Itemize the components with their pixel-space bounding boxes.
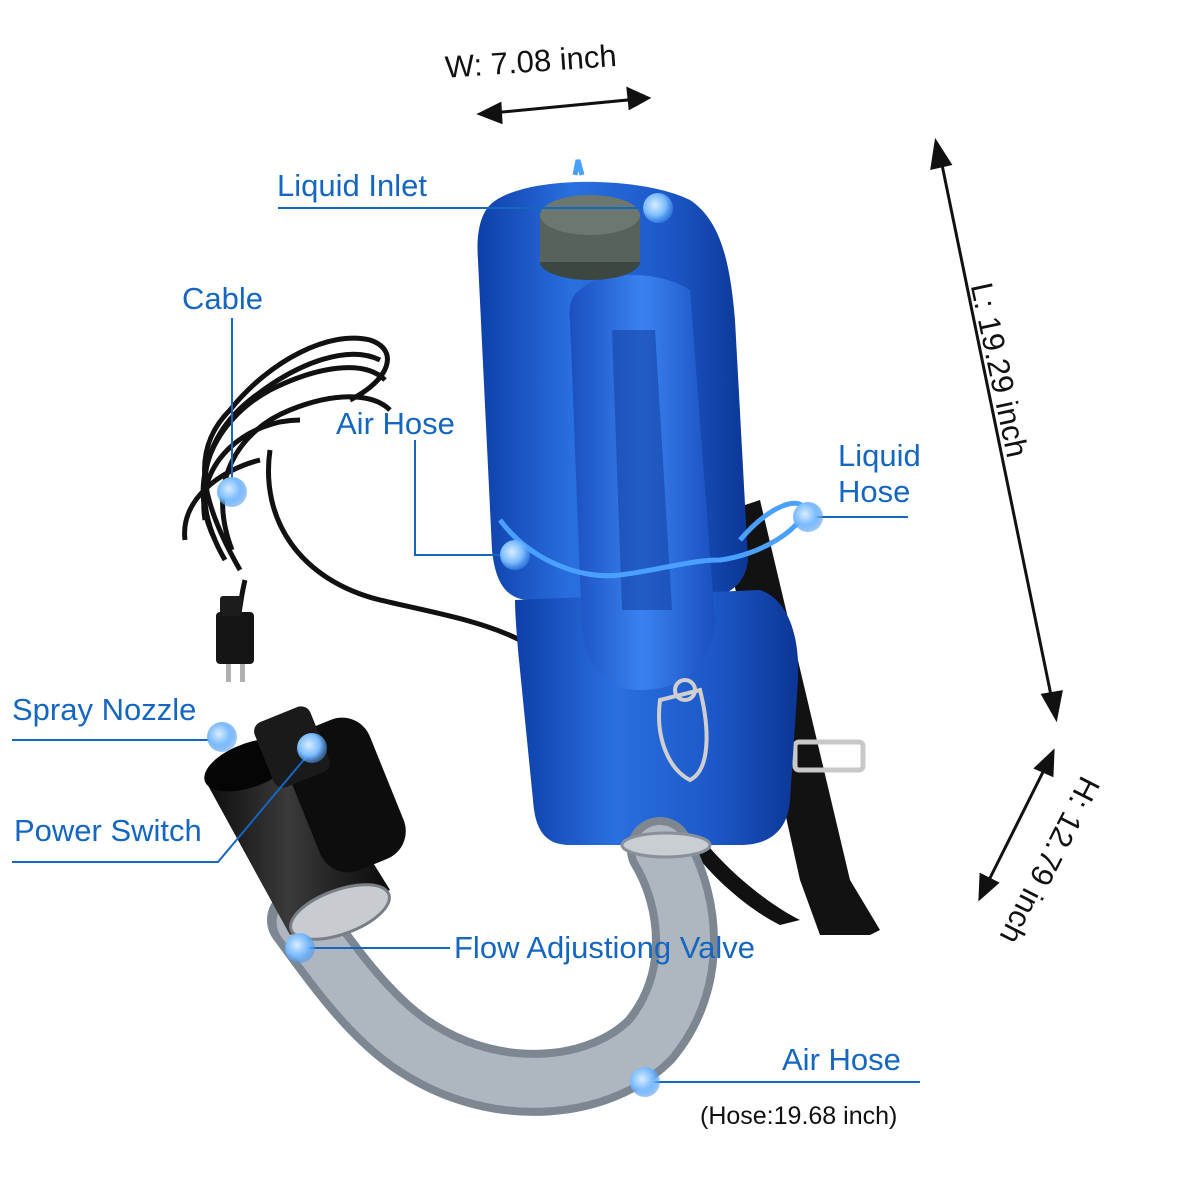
label-cable: Cable (182, 281, 263, 316)
height-arrow (978, 748, 1055, 902)
label-air-hose-bottom: Air Hose (782, 1042, 901, 1077)
dot-flow-valve (285, 933, 315, 963)
power-cable (182, 335, 522, 643)
label-spray-nozzle: Spray Nozzle (12, 692, 197, 727)
dot-spray-nozzle (207, 722, 237, 752)
label-liquid-hose-line1: Liquid (838, 438, 921, 473)
label-air-hose-top: Air Hose (336, 406, 455, 441)
dot-power-switch (297, 733, 327, 763)
label-liquid-hose-line2: Hose (838, 474, 911, 509)
dot-air-hose-top (500, 540, 530, 570)
hose-length-note: (Hose:19.68 inch) (700, 1102, 898, 1130)
carabiner-clip (657, 678, 709, 783)
liquid-inlet-cap (540, 195, 640, 280)
dot-air-hose-bottom (630, 1067, 660, 1097)
dot-liquid-hose (793, 502, 823, 532)
dot-cable (217, 477, 247, 507)
label-flow-valve: Flow Adjustiong Valve (454, 930, 755, 965)
width-arrow (476, 86, 652, 125)
label-power-switch: Power Switch (14, 813, 202, 848)
length-arrow (930, 137, 1063, 723)
liquid-hose-loop (498, 159, 808, 579)
dot-liquid-inlet (643, 193, 673, 223)
callout-lines (12, 207, 920, 1083)
label-liquid-inlet: Liquid Inlet (277, 168, 427, 203)
plug-icon (216, 596, 254, 682)
air-hose (267, 817, 718, 1116)
callout-dots (207, 193, 823, 1097)
liquid-tank (477, 181, 799, 845)
